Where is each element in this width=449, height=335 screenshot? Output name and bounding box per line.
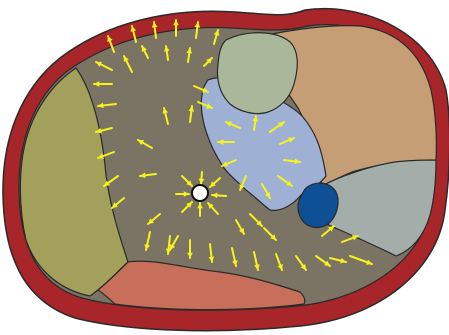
circle-source-icon xyxy=(192,185,208,201)
dark-blue-region xyxy=(298,183,338,227)
